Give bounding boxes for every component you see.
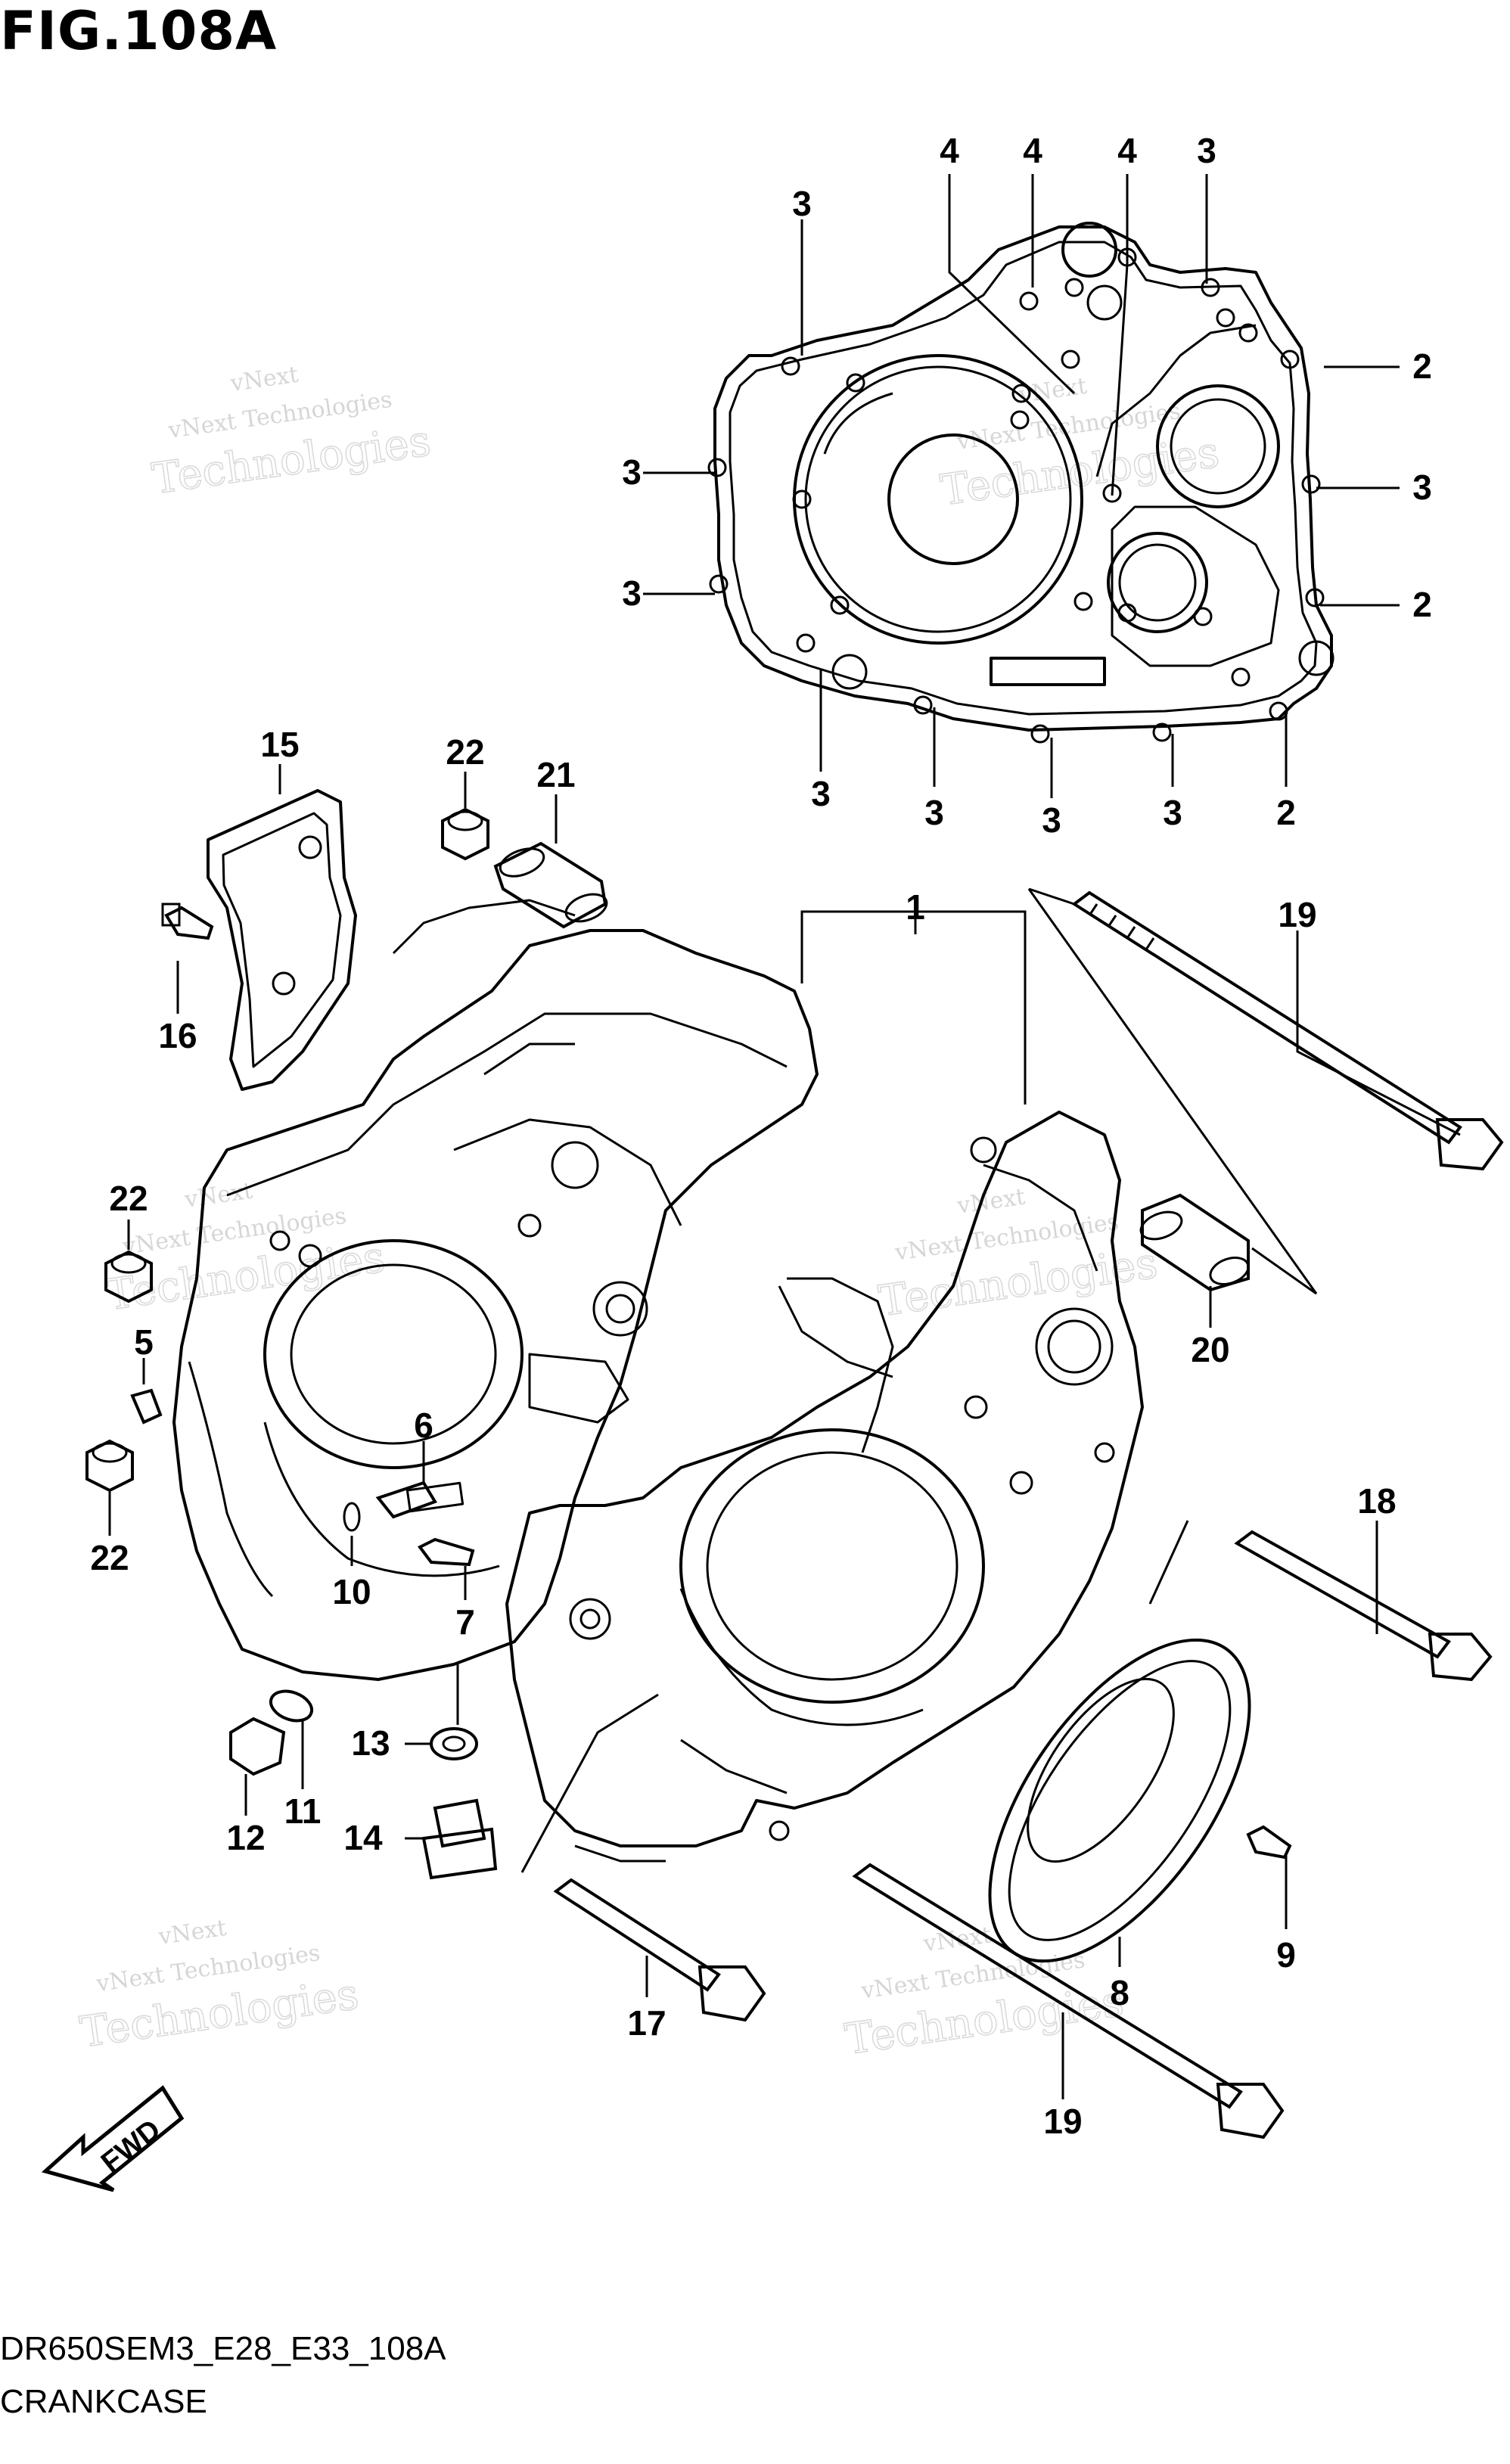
screw-part-9 [1246,1825,1292,1860]
nut-part-22-low [85,1439,134,1493]
bolt-part-18 [1234,1530,1493,1682]
nut-part-22-top [441,807,489,861]
bolt-part-19-bottom [852,1863,1285,2139]
crankcase-left-half [172,899,819,1681]
bolt-part-17 [553,1878,766,2022]
watermark-group: vNext Technologies vNext Technologies vN… [76,362,1223,2065]
watermark-text: vNext [1017,373,1089,409]
plug-part-14 [421,1798,498,1880]
callout-4: 4 [1023,131,1042,170]
callout-17: 17 [627,2003,666,2043]
dowel-part-20 [1139,1193,1250,1292]
callout-6: 6 [414,1406,433,1445]
callout-3: 3 [924,793,944,832]
callout-1: 1 [906,887,925,927]
bolt-part-16 [161,903,214,940]
dowel-part-21 [493,841,608,929]
forward-arrow-icon: FWD [41,2085,185,2192]
washer-part-11 [269,1689,314,1723]
figure-name: CRANKCASE [0,2383,207,2420]
callout-4: 4 [1117,131,1137,170]
callout-labels: 1 2 2 2 3 3 3 3 3 3 3 3 3 3 4 4 4 5 6 7 … [90,131,1431,2141]
nut-part-22-mid [104,1250,153,1303]
watermark-text: vNext [157,1915,228,1950]
callout-3: 3 [1412,468,1432,507]
callout-2: 2 [1412,346,1432,386]
callout-13: 13 [351,1723,390,1763]
crankcase-right-half [505,1111,1144,1863]
callout-3: 3 [811,774,831,813]
callout-16: 16 [158,1016,197,1055]
callout-22: 22 [109,1179,148,1218]
callout-14: 14 [343,1818,383,1857]
figure-title: FIG.108A [0,0,278,62]
callout-3: 3 [1197,131,1216,170]
callout-9: 9 [1276,1935,1296,1975]
callout-4: 4 [940,131,959,170]
callout-7: 7 [455,1602,475,1642]
plug-part-12 [229,1717,286,1776]
callout-3: 3 [792,184,812,223]
figure-code: DR650SEM3_E28_E33_108A [0,2330,446,2367]
part-10 [343,1502,361,1532]
callout-19: 19 [1043,2102,1082,2141]
watermark-text: vNext [955,1184,1027,1220]
callout-15: 15 [260,725,299,764]
callout-3: 3 [622,452,642,492]
callout-18: 18 [1357,1481,1396,1521]
callout-5: 5 [134,1322,154,1362]
callout-8: 8 [1110,1973,1129,2012]
crankcase-gasket [707,222,1334,744]
leader-lines [108,174,1461,2099]
watermark-text: vNext [228,362,300,397]
callout-11: 11 [284,1791,322,1831]
callout-10: 10 [332,1572,371,1611]
bolt-part-19-top [1071,890,1504,1171]
washer-part-13 [430,1727,478,1760]
watermark-text: vNext [182,1178,254,1213]
callout-21: 21 [536,755,575,794]
callout-3: 3 [1042,800,1061,840]
callout-2: 2 [1276,793,1296,832]
bolt-part-7 [417,1537,475,1567]
part-6 [375,1481,437,1519]
callout-3: 3 [622,573,642,613]
callout-20: 20 [1191,1330,1229,1369]
callout-2: 2 [1412,585,1432,624]
callout-22: 22 [90,1538,129,1577]
callout-3: 3 [1163,793,1182,832]
pin-part-5 [130,1388,163,1425]
callout-12: 12 [226,1818,265,1857]
callout-22: 22 [446,732,484,772]
callout-19: 19 [1278,895,1316,934]
bracket-part-15 [207,789,357,1091]
